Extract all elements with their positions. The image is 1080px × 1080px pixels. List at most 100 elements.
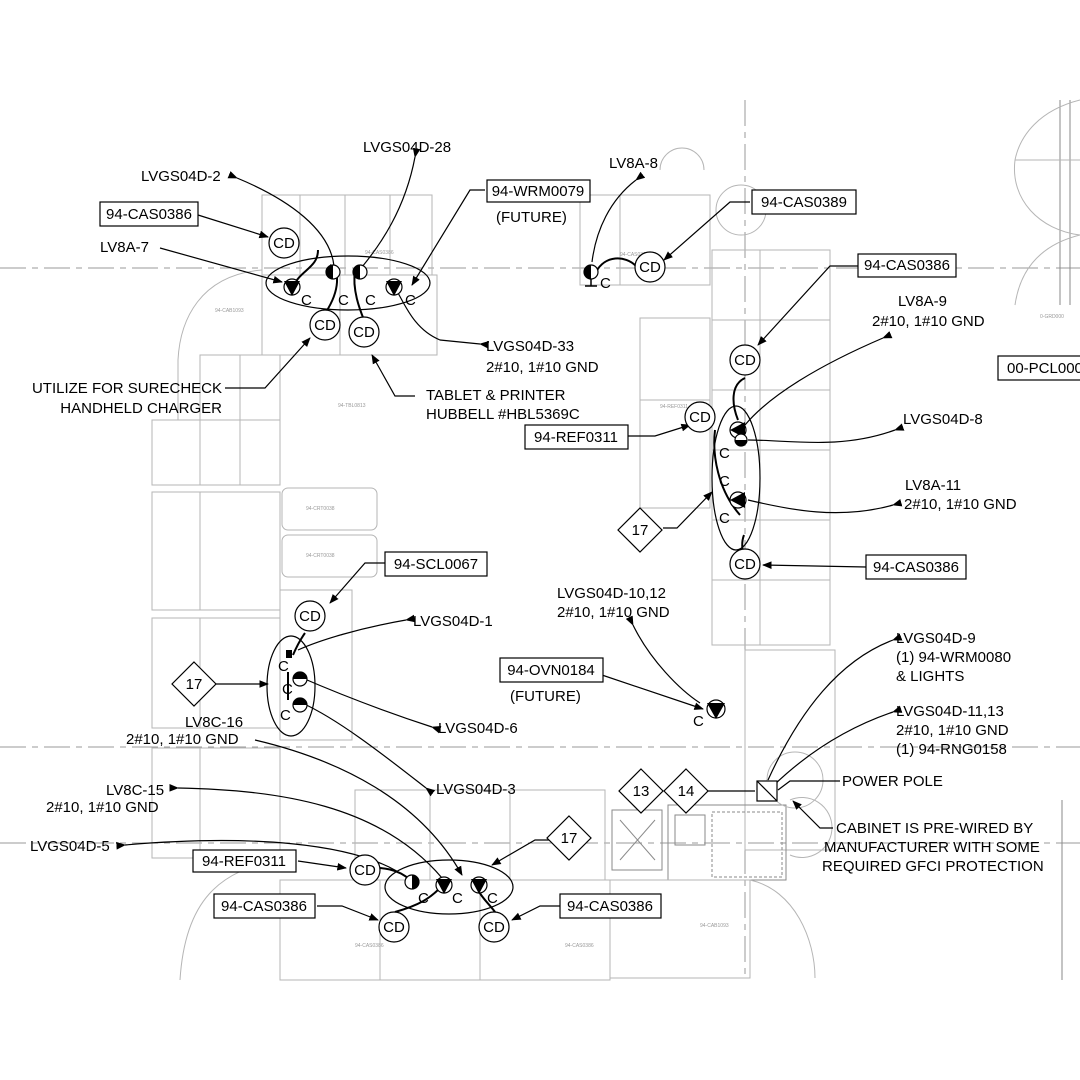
circuit-label: LV8A-9 [898, 293, 947, 310]
note-utilize: UTILIZE FOR SURECHECK [32, 380, 222, 397]
circuit-wire-spec: 2#10, 1#10 GND [872, 313, 985, 330]
bg-tag-grd: 0-GRD000 [1040, 314, 1064, 320]
svg-text:C: C [301, 292, 312, 309]
svg-text:CD: CD [299, 608, 321, 625]
equipment-tag: 94-SCL0067 [384, 551, 488, 577]
circuit-label: LVGS04D-33 [486, 338, 574, 355]
svg-text:CD: CD [354, 862, 376, 879]
note-cabinet: CABINET IS PRE-WIRED BY [836, 820, 1033, 837]
circuit-wire-spec: 2#10, 1#10 GND [904, 496, 1017, 513]
receptacle-icon [352, 264, 368, 280]
svg-text:CD: CD [734, 556, 756, 573]
receptacle-icon [325, 264, 341, 280]
svg-text:94-WRM0079: 94-WRM0079 [492, 183, 585, 200]
circuit-label: LVGS04D-6 [438, 720, 518, 737]
equipment-tag: 94-CAS0386 [857, 253, 957, 278]
bg-tag-cab: 94-CAB1093 [700, 923, 729, 929]
bg-tag-tbl: 94-TBL0813 [338, 403, 366, 409]
svg-text:CD: CD [353, 324, 375, 341]
notes: UTILIZE FOR SURECHECK HANDHELD CHARGER T… [32, 380, 1044, 875]
circuit-wire-spec: 2#10, 1#10 GND [557, 604, 670, 621]
bg-tag-cas: 94-CAS0386 [565, 943, 594, 949]
svg-text:C: C [278, 658, 289, 675]
circuit-label: LVGS04D-9 [896, 630, 976, 647]
svg-text:C: C [719, 510, 730, 527]
equipment-tag: 94-REF0311 [524, 424, 629, 450]
svg-text:94-OVN0184: 94-OVN0184 [507, 662, 595, 679]
svg-text:94-SCL0067: 94-SCL0067 [394, 556, 478, 573]
circuit-label: LVGS04D-3 [436, 781, 516, 798]
equipment-tags: 94-CAS0386 94-WRM0079 94-CAS0389 94-CAS0… [99, 179, 1080, 919]
svg-text:CD: CD [273, 235, 295, 252]
keynote-diamonds: 17 17 13 14 17 [171, 507, 709, 861]
receptacle-icon [583, 264, 599, 287]
svg-text:CD: CD [314, 317, 336, 334]
keynote-17: 17 [617, 507, 663, 553]
svg-text:94-CAS0389: 94-CAS0389 [761, 194, 847, 211]
circuit-label: (FUTURE) [510, 688, 581, 705]
note-cabinet: REQUIRED GFCI PROTECTION [822, 858, 1044, 875]
receptacle-icon [404, 874, 420, 890]
keynote-17: 17 [546, 815, 592, 861]
svg-text:C: C [280, 707, 291, 724]
cd-symbol: CD [349, 854, 381, 886]
cd-symbol: CD [729, 548, 761, 580]
svg-text:94-CAS0386: 94-CAS0386 [873, 559, 959, 576]
cord-drop-symbols: CD CD CD CD CD CD CD CD CD CD CD [268, 227, 761, 943]
equipment-tag: 94-CAS0389 [751, 189, 857, 215]
svg-text:C: C [418, 890, 429, 907]
note-cabinet: MANUFACTURER WITH SOME [824, 839, 1040, 856]
receptacle-icon [286, 650, 292, 658]
svg-text:94-CAS0386: 94-CAS0386 [864, 257, 950, 274]
leader-lines [116, 147, 905, 921]
svg-text:C: C [365, 292, 376, 309]
cd-symbol: CD [268, 227, 300, 259]
bg-tag-crt: 94-CRT0038 [306, 553, 335, 559]
receptacle-icon [706, 699, 726, 719]
svg-text:13: 13 [633, 783, 650, 800]
circuit-label: LVGS04D-8 [903, 411, 983, 428]
note-tablet: HUBBELL #HBL5369C [426, 406, 580, 423]
svg-text:CD: CD [734, 352, 756, 369]
svg-text:00-PCL000: 00-PCL000 [1007, 360, 1080, 377]
receptacle-icon [385, 278, 403, 296]
receptacle-symbols [283, 264, 748, 894]
svg-text:94-REF0311: 94-REF0311 [534, 429, 618, 446]
equipment-tag: 94-CAS0386 [559, 893, 662, 919]
cd-symbol: CD [729, 344, 761, 376]
equipment-tag: 94-OVN0184 [499, 657, 604, 683]
circuit-label: (FUTURE) [496, 209, 567, 226]
bg-tag-cas: 94-CAS0386 [355, 943, 384, 949]
svg-text:17: 17 [561, 830, 578, 847]
svg-text:94-CAS0386: 94-CAS0386 [567, 898, 653, 915]
receptacle-icon [435, 876, 453, 894]
receptacle-icon [734, 433, 748, 447]
svg-text:C: C [405, 292, 416, 309]
receptacle-icon [729, 491, 747, 509]
svg-text:C: C [452, 890, 463, 907]
circuit-label: & LIGHTS [896, 668, 964, 685]
architectural-background: 94-CAB1093 94-CAS0386 94-TBL0813 94-CRT0… [151, 99, 1080, 981]
svg-text:C: C [600, 275, 611, 292]
receptacle-icon [292, 671, 308, 687]
bg-tag-cas: 94-CAS0386 [620, 252, 649, 258]
bg-tag-crt: 94-CRT0038 [306, 506, 335, 512]
svg-text:94-REF0311: 94-REF0311 [202, 853, 286, 870]
circuit-label: LV8A-7 [100, 239, 149, 256]
circuit-wire-spec: 2#10, 1#10 GND [486, 359, 599, 376]
circuit-label: LVGS04D-2 [141, 168, 221, 185]
equipment-tag: 00-PCL000 [997, 355, 1080, 381]
svg-text:CD: CD [689, 409, 711, 426]
cd-symbol: CD [478, 911, 510, 943]
bg-tag-ref: 94-REF0311 [660, 404, 688, 410]
keynote-17: 17 [171, 661, 217, 707]
c-markers: C C C C C C C C C C C C C C C [278, 275, 730, 907]
receptacle-icon [283, 278, 301, 296]
circuit-label: LVGS04D-28 [363, 139, 451, 156]
note-tablet: TABLET & PRINTER [426, 387, 566, 404]
cd-symbol: CD [378, 911, 410, 943]
circuit-label: LV8A-11 [905, 477, 961, 494]
svg-text:C: C [693, 713, 704, 730]
power-pole-symbol [756, 780, 778, 802]
equipment-tag: 94-CAS0386 [213, 893, 316, 919]
